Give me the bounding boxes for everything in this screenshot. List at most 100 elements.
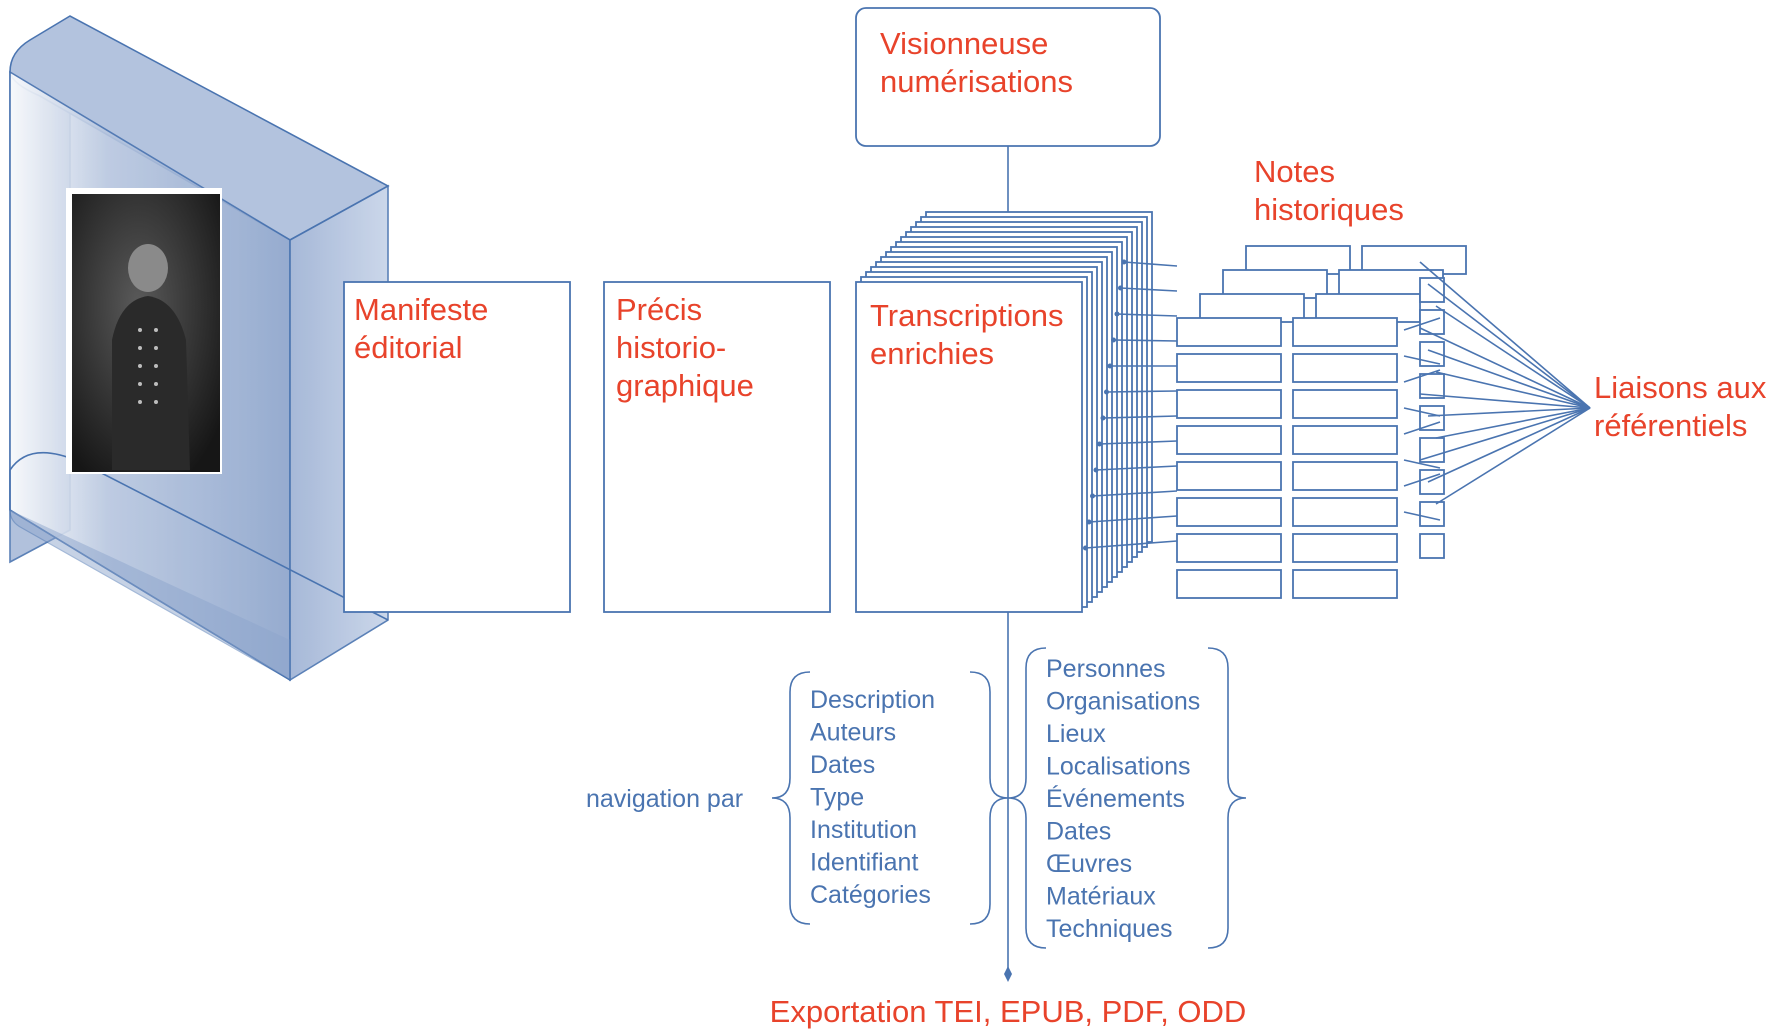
- note-connector-dot: [1093, 467, 1099, 473]
- note-connector-dot: [1086, 519, 1092, 525]
- navigation-field: Institution: [810, 816, 917, 844]
- note-box: [1292, 353, 1398, 383]
- transcriptions-label: Transcriptions enrichies: [870, 298, 1072, 371]
- note-box: [1176, 461, 1282, 491]
- note-connector-dot: [1100, 415, 1106, 421]
- entity-type: Lieux: [1046, 720, 1106, 748]
- navigation-field: Auteurs: [810, 719, 896, 747]
- note-connector: [1095, 465, 1178, 471]
- navigation-field: Description: [810, 686, 935, 714]
- navigation-fields-list: DescriptionAuteursDatesTypeInstitutionId…: [810, 686, 935, 909]
- note-link: [1403, 459, 1441, 469]
- note-connector-dot: [1104, 389, 1109, 395]
- note-box: [1292, 497, 1398, 527]
- note-connector-dot: [1118, 285, 1123, 291]
- referential-link: [1419, 261, 1591, 409]
- note-box: [1176, 317, 1282, 347]
- entity-types-list: PersonnesOrganisationsLieuxLocalisations…: [1046, 655, 1200, 943]
- note-box-side: [1419, 501, 1445, 527]
- note-link: [1403, 421, 1441, 435]
- note-box: [1292, 425, 1398, 455]
- note-connector: [1088, 515, 1178, 523]
- entities-brace-left: [1007, 647, 1047, 949]
- note-box: [1176, 497, 1282, 527]
- entity-type: Organisations: [1046, 688, 1200, 716]
- note-connector-dot: [1097, 441, 1102, 447]
- note-connector-dot: [1111, 337, 1116, 343]
- note-connector: [1113, 339, 1178, 342]
- entities-brace-right: [1207, 647, 1247, 949]
- referential-link: [1435, 371, 1591, 409]
- portrait-photo-icon: [66, 188, 222, 474]
- entity-type: Techniques: [1046, 915, 1172, 943]
- note-box: [1292, 317, 1398, 347]
- referential-link: [1427, 349, 1591, 409]
- note-connector-dot: [1114, 311, 1120, 317]
- note-box-side: [1419, 469, 1445, 495]
- note-box: [1292, 461, 1398, 491]
- navigation-field: Identifiant: [810, 849, 918, 877]
- entity-type: Personnes: [1046, 655, 1166, 683]
- entity-type: Dates: [1046, 818, 1111, 846]
- navigation-field: Type: [810, 784, 864, 812]
- note-box: [1176, 533, 1282, 563]
- note-link: [1403, 355, 1441, 365]
- referential-link: [1435, 305, 1591, 409]
- note-link: [1403, 407, 1441, 417]
- entity-type: Événements: [1046, 784, 1185, 813]
- note-link: [1403, 369, 1441, 383]
- entity-type: Matériaux: [1046, 883, 1156, 911]
- precis-page: [603, 281, 831, 613]
- note-connector-dot: [1121, 259, 1127, 265]
- referential-link: [1427, 407, 1591, 483]
- referential-link: [1435, 407, 1591, 439]
- note-box-side: [1419, 277, 1445, 303]
- entity-type: Œuvres: [1046, 850, 1132, 878]
- export-label: Exportation TEI, EPUB, PDF, ODD: [770, 994, 1247, 1029]
- entity-type: Localisations: [1046, 753, 1191, 781]
- navigation-brace-left: [771, 671, 811, 925]
- note-connector-dot: [1107, 363, 1113, 369]
- note-box-side: [1419, 405, 1445, 431]
- referential-link: [1427, 283, 1591, 409]
- note-connector: [1120, 287, 1178, 292]
- note-connector: [1102, 415, 1178, 419]
- transcriptions-page: [855, 281, 1083, 613]
- note-connector-dot: [1090, 493, 1095, 499]
- note-box: [1292, 569, 1398, 599]
- referential-link: [1419, 393, 1591, 409]
- navigation-brace-right: [969, 671, 1009, 925]
- note-box: [1176, 569, 1282, 599]
- viewer-label: Visionneuse numérisations: [880, 26, 1073, 99]
- note-connector-dot: [1083, 545, 1088, 551]
- note-connector: [1092, 490, 1178, 497]
- notes-label: Notes historiques: [1254, 154, 1404, 227]
- referential-link: [1419, 327, 1591, 409]
- referential-link: [1435, 407, 1591, 505]
- note-box: [1176, 389, 1282, 419]
- note-box-side: [1419, 533, 1445, 559]
- referential-link: [1427, 407, 1591, 417]
- liaisons-label: Liaisons aux référentiels: [1594, 370, 1775, 443]
- note-link: [1403, 317, 1441, 331]
- note-box: [1292, 533, 1398, 563]
- note-connector: [1106, 390, 1178, 393]
- navigation-field: Catégories: [810, 881, 931, 909]
- note-box: [1292, 389, 1398, 419]
- note-connector: [1123, 261, 1178, 267]
- manifest-label: Manifeste éditorial: [354, 292, 497, 365]
- precis-label: Précis historio- graphique: [616, 292, 754, 403]
- note-connector: [1085, 540, 1178, 549]
- note-box: [1176, 425, 1282, 455]
- note-box: [1176, 353, 1282, 383]
- note-connector: [1099, 440, 1178, 445]
- navigation-field: Dates: [810, 751, 875, 779]
- referential-link: [1419, 407, 1591, 461]
- notes-grid: [1176, 245, 1467, 599]
- note-connector: [1116, 313, 1178, 317]
- note-link: [1403, 511, 1441, 521]
- manifest-page: [343, 281, 571, 613]
- referential-links: [1083, 259, 1591, 551]
- navigation-label: navigation par: [586, 785, 743, 813]
